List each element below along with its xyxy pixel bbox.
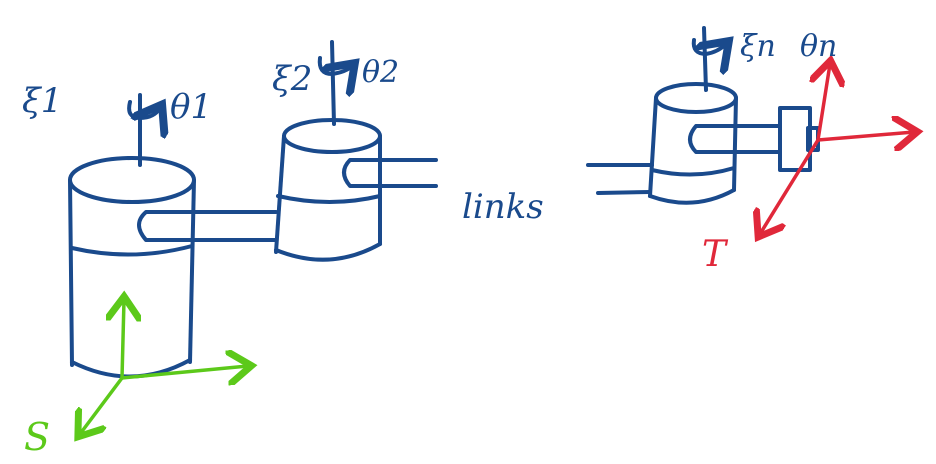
spatial-frame [80, 300, 248, 434]
link-in-n [586, 163, 654, 195]
label-links: links [462, 187, 544, 227]
link-2-out [342, 158, 438, 188]
joint-n-axis [691, 26, 726, 92]
spatial-frame-x-axis [120, 366, 248, 378]
end-effector [778, 106, 820, 172]
tool-frame-x-axis [816, 132, 914, 140]
label-spatial-frame: S [24, 415, 50, 459]
label-theta1: θ1 [170, 87, 212, 127]
label-theta2: θ2 [362, 55, 399, 90]
tool-frame-y-axis [760, 138, 820, 234]
label-xin: ξn [740, 29, 776, 64]
tool-frame-z-axis [818, 64, 830, 142]
label-xi1: ξ1 [22, 81, 62, 121]
joint-2-cylinder [274, 118, 382, 262]
spatial-frame-y-axis [80, 376, 124, 434]
label-tool-frame: T [702, 234, 729, 275]
joint-n-cylinder [648, 82, 738, 205]
joint-1-cylinder [68, 156, 196, 379]
spatial-frame-z-axis [122, 300, 124, 380]
joint-1-axis [127, 93, 160, 167]
link-n-out [688, 124, 782, 154]
link-1-2 [137, 210, 278, 242]
label-xi2: ξ2 [272, 59, 312, 99]
tool-frame [760, 64, 914, 234]
joint-2-axis [317, 40, 352, 126]
label-thetan: θn [800, 29, 837, 64]
